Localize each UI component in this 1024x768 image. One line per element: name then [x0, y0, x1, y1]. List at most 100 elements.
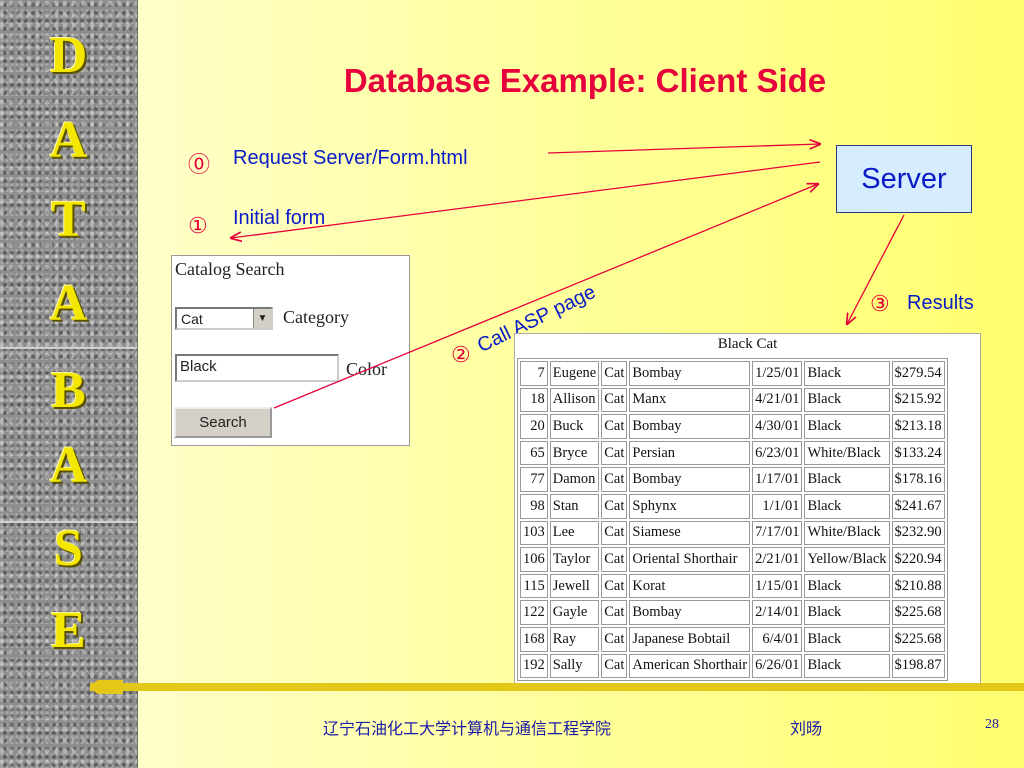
table-cell: Yellow/Black: [804, 547, 890, 572]
table-cell: Cat: [601, 520, 628, 546]
table-cell: 7/17/01: [752, 520, 803, 546]
table-cell: White/Black: [804, 520, 890, 546]
sidebar-letter: E: [51, 602, 86, 659]
table-cell: $241.67: [891, 493, 945, 519]
table-cell: 4/30/01: [752, 414, 803, 439]
table-cell: $215.92: [891, 387, 945, 413]
table-cell: Sally: [549, 653, 600, 679]
table-cell: 4/21/01: [752, 387, 803, 413]
arrow-initial-form: [231, 161, 821, 238]
server-box: Server: [836, 145, 972, 213]
table-cell: Black: [804, 467, 890, 492]
table-cell: Buck: [549, 414, 600, 439]
table-cell: $210.88: [891, 573, 945, 599]
table-cell: $213.18: [891, 414, 945, 439]
results-title: Black Cat: [717, 336, 778, 352]
search-button[interactable]: Search: [174, 407, 272, 438]
table-cell: Cat: [601, 440, 628, 466]
table-cell: Ray: [549, 626, 600, 652]
table-cell: Bombay: [629, 361, 751, 386]
table-cell: 2/14/01: [752, 600, 803, 625]
chevron-down-icon[interactable]: ▼: [253, 309, 271, 328]
sidebar-letter: D: [49, 27, 88, 84]
table-cell: 1/17/01: [752, 467, 803, 492]
sidebar-letter: A: [49, 437, 88, 494]
step-2-number: ②: [451, 342, 471, 367]
table-cell: Cat: [601, 387, 628, 413]
footer-institution: 辽宁石油化工大学计算机与通信工程学院: [323, 721, 612, 738]
table-cell: 77: [520, 467, 548, 492]
table-cell: 192: [520, 653, 548, 679]
table-cell: Cat: [601, 414, 628, 439]
table-cell: 2/21/01: [752, 547, 803, 572]
sidebar-letter: A: [49, 275, 88, 332]
table-cell: 115: [520, 573, 548, 599]
step-1-label: Initial form: [233, 207, 326, 229]
form-heading: Catalog Search: [175, 259, 285, 279]
table-cell: 168: [520, 626, 548, 652]
step-0-number: ⓪: [188, 152, 211, 177]
table-cell: 6/23/01: [752, 440, 803, 466]
table-cell: 122: [520, 600, 548, 625]
table-cell: 6/26/01: [752, 653, 803, 679]
slide-title: Database Example: Client Side: [343, 62, 827, 99]
table-cell: $198.87: [891, 653, 945, 679]
server-label: Server: [861, 162, 947, 195]
table-cell: $279.54: [891, 361, 945, 386]
sidebar-letter: S: [54, 520, 83, 577]
table-cell: Lee: [549, 520, 600, 546]
table-cell: Black: [804, 414, 890, 439]
table-cell: Cat: [601, 467, 628, 492]
table-cell: Damon: [549, 467, 600, 492]
table-cell: Cat: [601, 626, 628, 652]
arrow-request: [547, 144, 820, 154]
arrow-call-asp: [273, 184, 818, 409]
step-0-label: Request Server/Form.html: [233, 147, 468, 169]
table-cell: 6/4/01: [752, 626, 803, 652]
table-cell: 7: [520, 361, 548, 386]
footer-bar: [90, 683, 1024, 691]
table-cell: Japanese Bobtail: [629, 626, 751, 652]
table-cell: Black: [804, 573, 890, 599]
sidebar-strip: D A T A B A S E: [0, 0, 138, 768]
table-cell: Bryce: [549, 440, 600, 466]
arrow-results: [847, 214, 905, 324]
table-cell: Black: [804, 653, 890, 679]
step-3-label: Results: [907, 292, 974, 314]
table-cell: Oriental Shorthair: [629, 547, 751, 572]
table-cell: 18: [520, 387, 548, 413]
category-select-value: Cat: [181, 311, 203, 327]
footer-author: 刘旸: [790, 721, 823, 738]
table-cell: Cat: [601, 547, 628, 572]
table-cell: 1/1/01: [752, 493, 803, 519]
table-cell: $225.68: [891, 626, 945, 652]
table-cell: 103: [520, 520, 548, 546]
table-cell: Cat: [601, 573, 628, 599]
table-cell: Bombay: [629, 467, 751, 492]
sidebar-letter: A: [49, 112, 88, 169]
table-cell: Persian: [629, 440, 751, 466]
table-cell: Stan: [549, 493, 600, 519]
sidebar-letter: B: [51, 362, 86, 419]
table-cell: $178.16: [891, 467, 945, 492]
table-cell: 65: [520, 440, 548, 466]
table-cell: 106: [520, 547, 548, 572]
category-select[interactable]: Cat ▼: [175, 307, 273, 330]
table-cell: Siamese: [629, 520, 751, 546]
sidebar-divider: [0, 347, 137, 349]
table-cell: Eugene: [549, 361, 600, 386]
table-cell: Gayle: [549, 600, 600, 625]
table-cell: 1/15/01: [752, 573, 803, 599]
color-input[interactable]: Black: [175, 354, 339, 382]
table-cell: White/Black: [804, 440, 890, 466]
table-cell: Sphynx: [629, 493, 751, 519]
